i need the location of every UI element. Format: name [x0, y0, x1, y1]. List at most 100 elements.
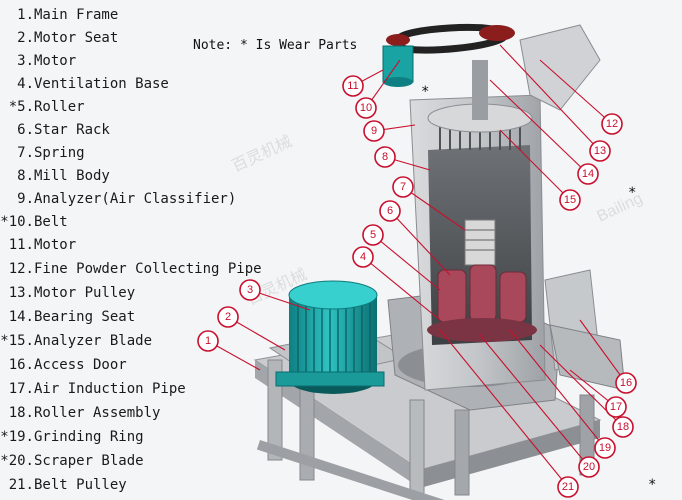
callout-5: 5 [362, 224, 384, 246]
svg-text:9: 9 [371, 125, 377, 137]
callout-15: 15 [559, 189, 581, 211]
svg-text:8: 8 [382, 151, 388, 163]
part-label: Grinding Ring [34, 429, 144, 445]
wear-mark: *5. [8, 99, 34, 115]
wear-mark: 6. [17, 122, 34, 138]
svg-text:18: 18 [617, 421, 629, 433]
callout-18: 18 [612, 416, 634, 438]
parts-list-item: 2.Motor Seat [0, 27, 118, 49]
callout-7: 7 [392, 176, 414, 198]
part-label: Scraper Blade [34, 453, 144, 469]
part-label: Motor [34, 53, 77, 69]
part-label: Belt [34, 214, 68, 230]
svg-text:5: 5 [370, 229, 376, 241]
callout-4: 4 [352, 246, 374, 268]
part-label: Motor Seat [34, 30, 119, 46]
wear-mark: 9. [17, 191, 34, 207]
parts-list-item: 9.Analyzer(Air Classifier) [0, 188, 236, 210]
wear-mark: *19. [0, 429, 34, 445]
svg-text:1: 1 [205, 335, 211, 347]
svg-text:2: 2 [225, 311, 231, 323]
wear-mark: *20. [0, 453, 34, 469]
part-label: Belt Pulley [34, 477, 127, 493]
parts-list-item: 21.Belt Pulley [0, 474, 127, 496]
parts-list-item: *20.Scraper Blade [0, 450, 144, 472]
part-label: Fine Powder Collecting Pipe [34, 261, 262, 277]
part-label: Mill Body [34, 168, 110, 184]
parts-list-item: 1.Main Frame [0, 4, 118, 26]
callout-11: 11 [342, 75, 364, 97]
part-label: Motor Pulley [34, 285, 136, 301]
wear-mark: 14. [8, 309, 34, 325]
callout-17: 17 [605, 396, 627, 418]
wear-mark: *10. [0, 214, 34, 230]
wear-mark: 21. [8, 477, 34, 493]
svg-text:19: 19 [599, 442, 611, 454]
part-label: Access Door [34, 357, 127, 373]
part-label: Spring [34, 145, 85, 161]
callout-8: 8 [374, 146, 396, 168]
wear-mark-diagram: * [648, 477, 657, 493]
callout-12: 12 [601, 113, 623, 135]
parts-list-item: 14.Bearing Seat [0, 306, 135, 328]
parts-list: 1.Main Frame 2.Motor Seat 3.Motor 4.Vent… [0, 0, 262, 500]
wear-mark: 1. [17, 7, 34, 23]
belt-drive [382, 24, 515, 87]
callout-9: 9 [363, 120, 385, 142]
svg-text:3: 3 [247, 284, 253, 296]
svg-text:21: 21 [562, 481, 574, 493]
parts-list-item: *19.Grinding Ring [0, 426, 144, 448]
fine-powder-pipe [519, 24, 601, 111]
wear-mark-diagram: * [421, 84, 430, 100]
wear-mark: 12. [8, 261, 34, 277]
parts-list-item: 7.Spring [0, 142, 85, 164]
svg-text:20: 20 [583, 461, 595, 473]
parts-list-item: 6.Star Rack [0, 119, 110, 141]
parts-list-item: 16.Access Door [0, 354, 127, 376]
svg-text:14: 14 [582, 168, 594, 180]
callout-2: 2 [217, 306, 239, 328]
parts-list-item: 4.Ventilation Base [0, 73, 169, 95]
part-label: Star Rack [34, 122, 110, 138]
wear-mark: 7. [17, 145, 34, 161]
part-label: Roller Assembly [34, 405, 161, 421]
svg-text:13: 13 [594, 145, 606, 157]
wear-mark: 2. [17, 30, 34, 46]
parts-list-item: *15.Analyzer Blade [0, 330, 152, 352]
callout-14: 14 [577, 163, 599, 185]
parts-list-item: 17.Air Induction Pipe [0, 378, 186, 400]
wear-mark-diagram: * [628, 185, 637, 201]
parts-list-item: 12.Fine Powder Collecting Pipe [0, 258, 262, 280]
wear-mark: 3. [17, 53, 34, 69]
part-label: Ventilation Base [34, 76, 169, 92]
parts-list-item: 8.Mill Body [0, 165, 110, 187]
parts-list-item: 13.Motor Pulley [0, 282, 135, 304]
wear-mark: 13. [8, 285, 34, 301]
svg-text:15: 15 [564, 194, 576, 206]
svg-text:12: 12 [606, 118, 618, 130]
wear-mark: 8. [17, 168, 34, 184]
svg-text:10: 10 [360, 102, 372, 114]
part-label: Air Induction Pipe [34, 381, 186, 397]
callout-20: 20 [578, 456, 600, 478]
svg-text:6: 6 [387, 205, 393, 217]
callout-3: 3 [239, 279, 261, 301]
callout-21: 21 [557, 476, 579, 498]
callout-19: 19 [594, 437, 616, 459]
callout-1: 1 [197, 330, 219, 352]
callout-6: 6 [379, 200, 401, 222]
part-label: Analyzer(Air Classifier) [34, 191, 237, 207]
parts-list-item: *10.Belt [0, 211, 68, 233]
wear-mark: 17. [8, 381, 34, 397]
parts-list-item: *5.Roller [0, 96, 85, 118]
part-label: Analyzer Blade [34, 333, 153, 349]
part-label: Main Frame [34, 7, 119, 23]
parts-list-item: 18.Roller Assembly [0, 402, 161, 424]
wear-mark: *15. [0, 333, 34, 349]
callout-10: 10 [355, 97, 377, 119]
wear-mark: 18. [8, 405, 34, 421]
parts-list-item: 3.Motor [0, 50, 76, 72]
svg-text:Bailing: Bailing [595, 190, 646, 226]
